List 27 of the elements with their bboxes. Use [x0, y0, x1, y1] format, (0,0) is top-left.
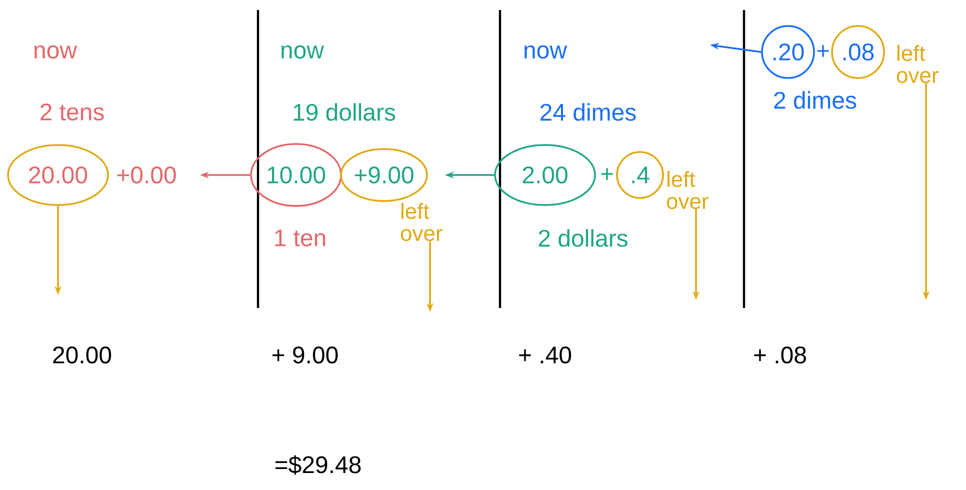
handwritten-text: + 9.00	[272, 346, 338, 364]
circled-number: .20	[761, 25, 815, 79]
handwritten-text: now	[524, 45, 568, 59]
handwritten-text: +0.00	[117, 166, 176, 184]
handwritten-text: + .08	[754, 346, 806, 364]
handwritten-text: 20.00	[53, 346, 112, 364]
handwritten-text: left over	[400, 202, 442, 242]
circled-number: .08	[831, 25, 885, 79]
handwritten-text: 2 dimes	[774, 91, 856, 109]
handwritten-text: left over	[666, 170, 708, 210]
handwritten-text: now	[34, 45, 78, 59]
handwritten-text: 24 dimes	[540, 103, 636, 121]
circled-number: 20.00	[7, 144, 109, 206]
handwritten-text: left over	[896, 44, 938, 84]
handwritten-text: 2 tens	[40, 104, 104, 120]
handwritten-text: =$29.48	[275, 455, 361, 475]
circled-number: .4	[616, 151, 664, 199]
handwritten-text: 1 ten	[275, 230, 326, 246]
handwritten-text: 2 dollars	[538, 229, 628, 247]
circled-number: 10.00	[250, 143, 342, 207]
handwritten-text: + .40	[519, 346, 572, 364]
circled-number: +9.00	[340, 148, 428, 202]
handwritten-text: +	[601, 168, 613, 180]
handwritten-text: 19 dollars	[294, 103, 396, 121]
handwritten-text: now	[282, 45, 324, 59]
circled-number: 2.00	[494, 144, 596, 206]
handwritten-text: +	[817, 45, 829, 57]
